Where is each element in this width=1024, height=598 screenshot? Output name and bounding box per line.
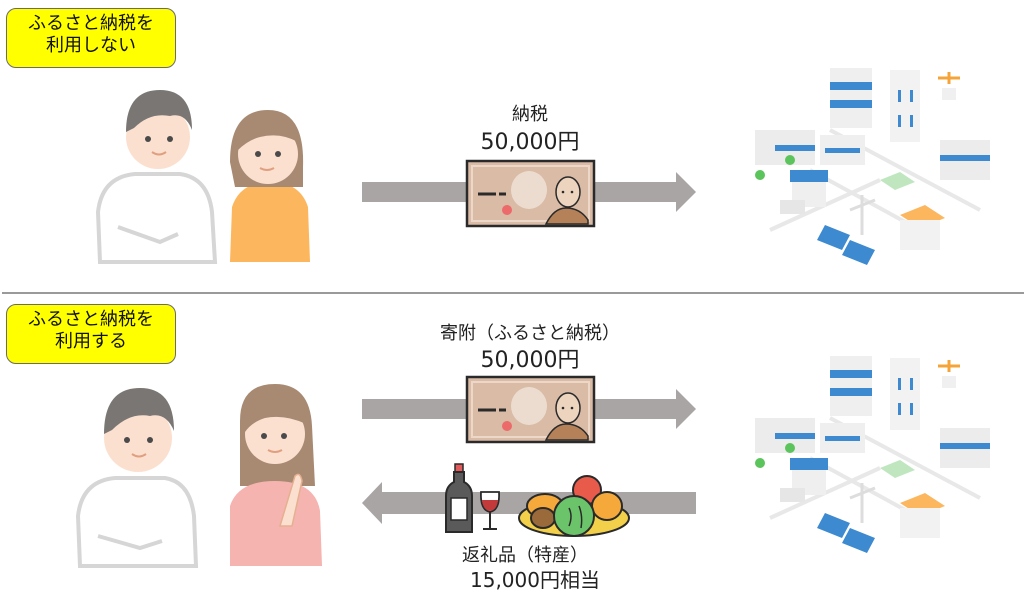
banknote-icon: [465, 159, 596, 228]
label-line-2: 利用する: [55, 331, 127, 352]
label-line-1: ふるさと納税を: [28, 13, 154, 34]
return-gift-title: 返礼品（特産）: [462, 545, 588, 566]
label-line-1: ふるさと納税を: [28, 309, 154, 330]
donation-amount: 50,000円: [480, 348, 580, 373]
section-divider: [2, 292, 1024, 294]
label-line-2: 利用しない: [46, 35, 136, 56]
payment-title: 納税: [512, 104, 548, 125]
scenario-label-use-furusato: ふるさと納税を 利用する: [6, 304, 176, 364]
city-illustration: [755, 68, 990, 265]
wine-bottle-glass-icon: [445, 463, 500, 533]
couple-illustration: [75, 384, 322, 568]
return-gift-amount: 15,000円相当: [470, 568, 600, 592]
banknote-icon: [465, 375, 596, 444]
vegetable-plate-icon: [518, 475, 630, 537]
city-illustration: [755, 356, 990, 553]
couple-illustration: [95, 90, 310, 264]
payment-amount: 50,000円: [480, 130, 580, 155]
donation-title: 寄附（ふるさと納税）: [440, 323, 620, 344]
scenario-label-no-furusato: ふるさと納税を 利用しない: [6, 8, 176, 68]
